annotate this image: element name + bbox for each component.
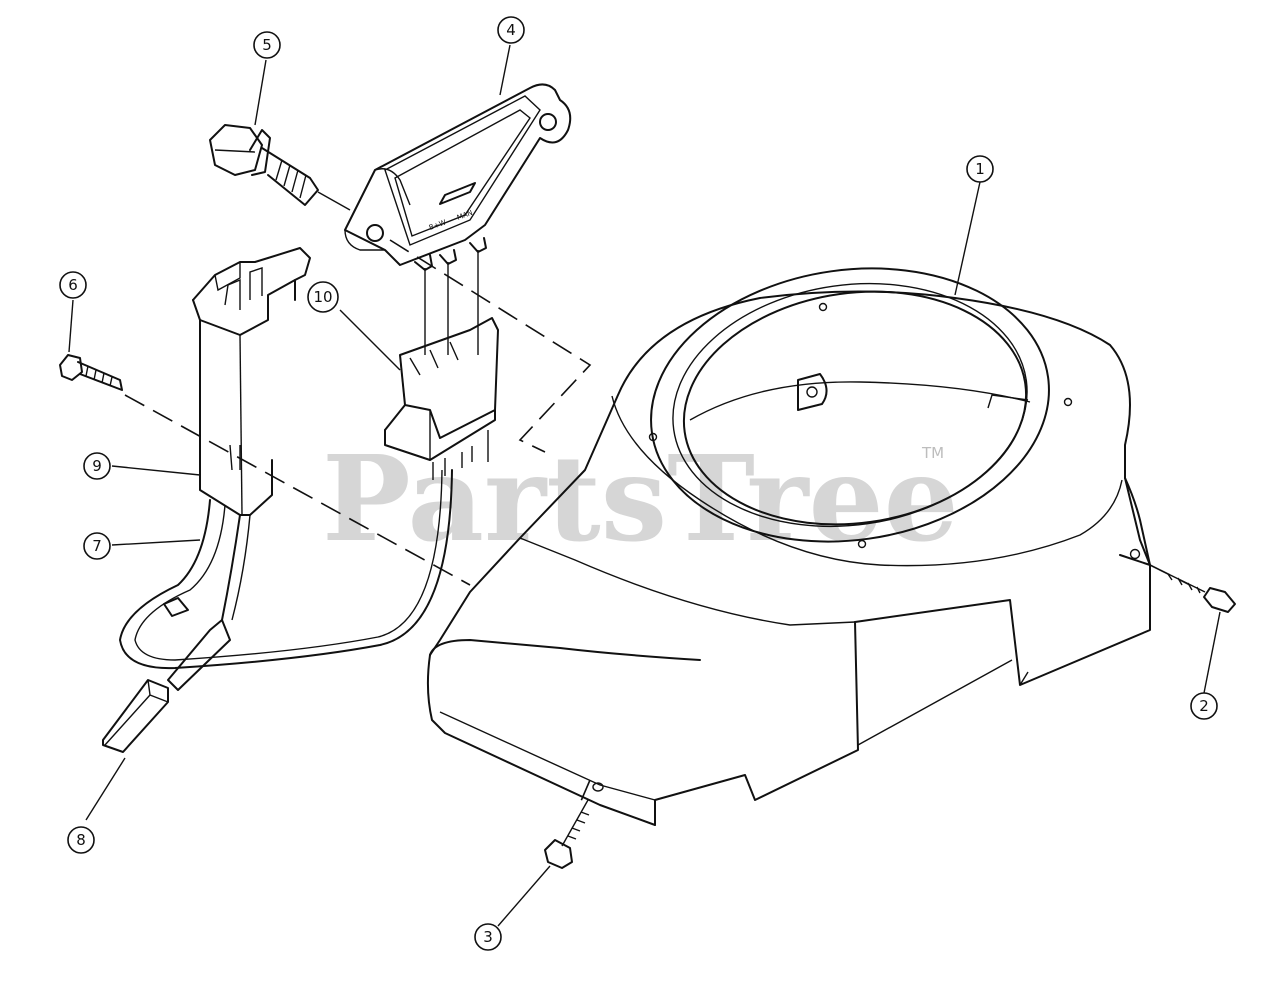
callout-5-label: 5 [262, 36, 272, 54]
callout-10: 10 [307, 281, 339, 313]
callout-4-label: 4 [506, 21, 516, 39]
callout-9-label: 9 [92, 457, 102, 475]
callout-9: 9 [83, 452, 111, 480]
callout-8-label: 8 [76, 831, 86, 849]
callout-1-label: 1 [975, 160, 985, 178]
callout-leaders [68, 44, 1221, 927]
screw-bottom [544, 799, 590, 869]
terminal-label-b-w: B+W [428, 218, 447, 232]
callout-10-label: 10 [313, 288, 332, 306]
callout-4: 4 [497, 16, 525, 44]
callout-1: 1 [966, 155, 994, 183]
callout-3: 3 [474, 923, 502, 951]
screw-right [1159, 569, 1236, 613]
assembly-lines [124, 239, 1191, 809]
mounting-bolt [209, 124, 351, 211]
watermark: PartsTree TM [322, 429, 959, 568]
callout-6: 6 [59, 271, 87, 299]
terminal-label-man: MAN [456, 209, 474, 222]
plug-connector [192, 247, 311, 516]
callout-2: 2 [1190, 692, 1218, 720]
callout-8: 8 [67, 826, 95, 854]
watermark-trademark: TM [921, 444, 944, 462]
wire-harness [102, 469, 453, 753]
watermark-text: PartsTree [322, 429, 959, 568]
screw-left [59, 354, 123, 391]
regulator-connector [384, 317, 499, 480]
callout-5: 5 [253, 31, 281, 59]
blower-housing [426, 267, 1151, 826]
callout-7-label: 7 [92, 537, 102, 555]
callout-3-label: 3 [483, 928, 493, 946]
voltage-regulator: B+W MAN [344, 83, 572, 355]
callout-6-label: 6 [68, 276, 78, 294]
callout-7: 7 [83, 532, 111, 560]
callout-2-label: 2 [1199, 697, 1209, 715]
